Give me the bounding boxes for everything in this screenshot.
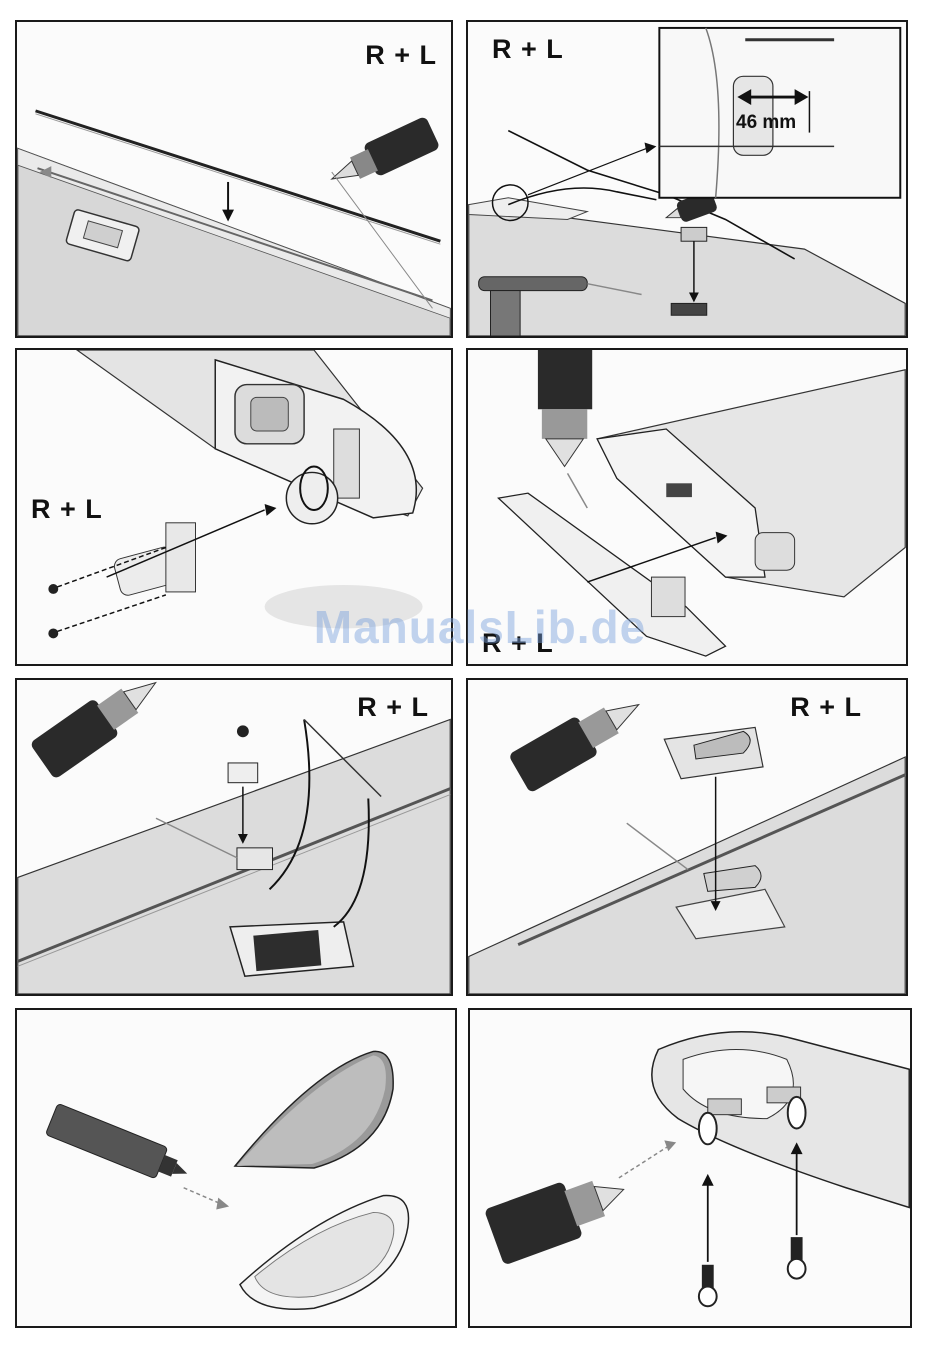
step-panel-6: R + L bbox=[466, 678, 908, 996]
panel-3-label: R + L bbox=[31, 494, 103, 525]
step-panel-8 bbox=[468, 1008, 912, 1328]
servo-cover-illustration bbox=[468, 680, 906, 994]
glue-tube-icon bbox=[45, 1103, 193, 1189]
glue-bottle-icon bbox=[29, 680, 168, 780]
step-panel-2: R + L 46 mm bbox=[466, 20, 908, 338]
screw-icon bbox=[48, 628, 58, 638]
glue-bottle-icon bbox=[484, 1163, 634, 1266]
servo-linkage-illustration bbox=[17, 680, 451, 994]
glue-bottle-icon bbox=[538, 350, 592, 467]
panel-6-label: R + L bbox=[790, 692, 862, 723]
panel-2-label: R + L bbox=[492, 34, 564, 65]
step-panel-1: R + L bbox=[15, 20, 453, 338]
panel-1-label: R + L bbox=[365, 40, 437, 71]
step-panel-5: R + L bbox=[15, 678, 453, 996]
step-panel-7 bbox=[15, 1008, 457, 1328]
glue-bottle-icon bbox=[508, 686, 650, 794]
hook-icon bbox=[788, 1237, 806, 1278]
watermark-text: ManualsLib.de bbox=[290, 600, 670, 654]
dimension-label: 46 mm bbox=[736, 112, 796, 134]
panel-5-label: R + L bbox=[357, 692, 429, 723]
wingtip-hooks-illustration bbox=[470, 1010, 910, 1326]
hook-icon bbox=[699, 1265, 717, 1306]
servo-cable-illustration bbox=[468, 22, 906, 336]
glue-bottle-icon bbox=[324, 116, 440, 195]
glue-gun-icon bbox=[479, 277, 588, 291]
canopy-gluing-illustration bbox=[17, 1010, 455, 1326]
screw-icon bbox=[48, 584, 58, 594]
